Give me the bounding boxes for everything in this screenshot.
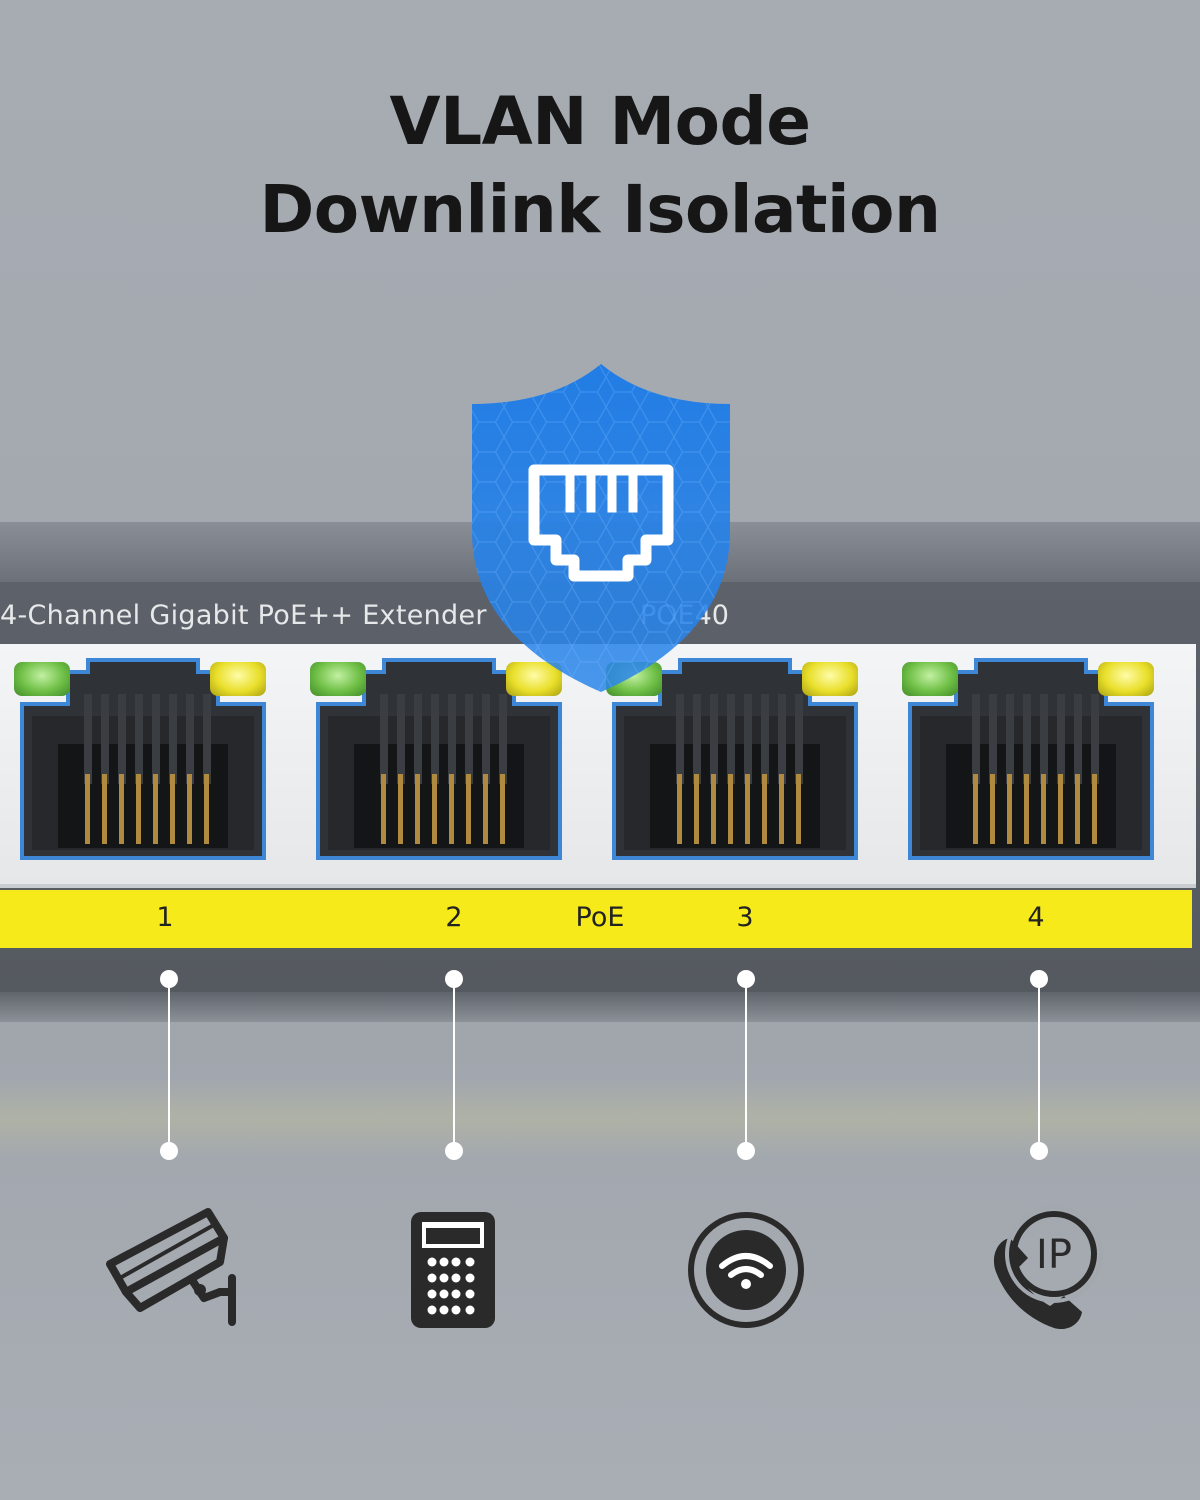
wifi-access-point-icon: [688, 1212, 804, 1328]
port-led-activity: [1098, 662, 1154, 696]
ethernet-port-3: [592, 654, 868, 868]
ethernet-port-icon: [528, 464, 674, 582]
headline-line-2: Downlink Isolation: [259, 171, 941, 248]
ethernet-port-2: [296, 654, 572, 868]
port-label-4: 4: [1027, 902, 1045, 933]
port-panel: [0, 644, 1196, 888]
port-led-activity: [210, 662, 266, 696]
port-label-1: 1: [156, 902, 174, 933]
rj45-jack: [316, 658, 562, 860]
port-led-activity: [802, 662, 858, 696]
security-shield-icon: [472, 364, 730, 692]
connector-port-1: [160, 970, 178, 1160]
port-label-3: 3: [736, 902, 754, 933]
security-camera-icon: [106, 1208, 236, 1326]
ethernet-port-4: [888, 654, 1164, 868]
connector-port-3: [737, 970, 755, 1160]
connector-port-4: [1030, 970, 1048, 1160]
headline-line-1: VLAN Mode: [389, 83, 811, 160]
port-label-2: 2: [445, 902, 463, 933]
rj45-jack: [908, 658, 1154, 860]
ethernet-port-1: [0, 654, 276, 868]
connector-port-2: [445, 970, 463, 1160]
port-led-activity: [506, 662, 562, 696]
poe-extender-device: 4-Channel Gigabit PoE++ Extender POE40 1…: [0, 522, 1200, 1022]
port-led-link: [14, 662, 70, 696]
port-label-strip: 1 2 PoE 3 4: [0, 890, 1192, 948]
headline: VLAN Mode Downlink Isolation: [0, 78, 1200, 254]
rj45-jack: [20, 658, 266, 860]
ip-label: IP: [1036, 1232, 1072, 1278]
access-control-keypad-icon: [411, 1212, 495, 1328]
rj45-jack: [612, 658, 858, 860]
port-led-link: [902, 662, 958, 696]
model-name: 4-Channel Gigabit PoE++ Extender: [0, 600, 487, 631]
ip-phone-icon: IP: [993, 1205, 1103, 1330]
port-led-link: [310, 662, 366, 696]
poe-label: PoE: [575, 902, 625, 933]
